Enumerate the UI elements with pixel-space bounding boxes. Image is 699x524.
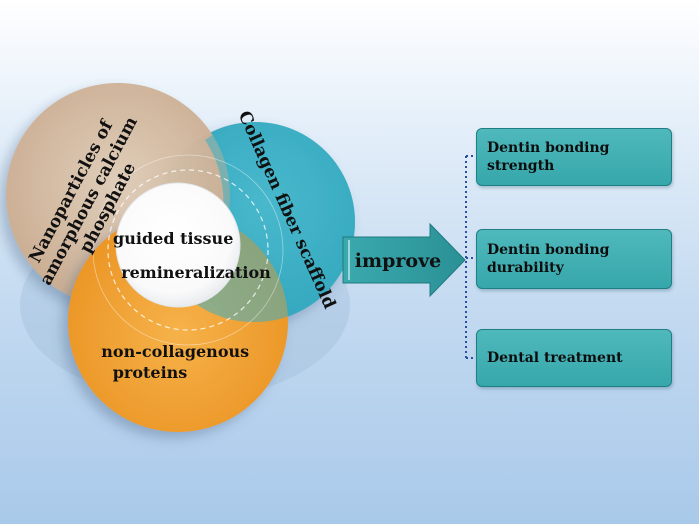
proteins-label: non-collagenous proteins <box>101 342 254 382</box>
improve-arrow <box>342 222 466 298</box>
center-dashed-ring <box>107 169 269 331</box>
center-label: guided tissue remineralization <box>113 229 271 282</box>
outcome-label: Dentin bonding <box>487 242 610 258</box>
outcome-label: Dentin bonding strength <box>487 140 610 174</box>
outcome-box-dental-treatment: Dental treatment <box>476 329 672 387</box>
outcome-label: durability <box>487 260 564 276</box>
center-outer-ring <box>92 154 284 346</box>
outcome-box-bonding-strength: Dentin bonding strength <box>476 128 672 186</box>
center-circle <box>115 182 241 308</box>
outcome-box-bonding-durability: Dentin bonding durability <box>476 229 672 289</box>
outcome-label: Dental treatment <box>487 350 623 366</box>
improve-label: improve <box>355 250 441 272</box>
